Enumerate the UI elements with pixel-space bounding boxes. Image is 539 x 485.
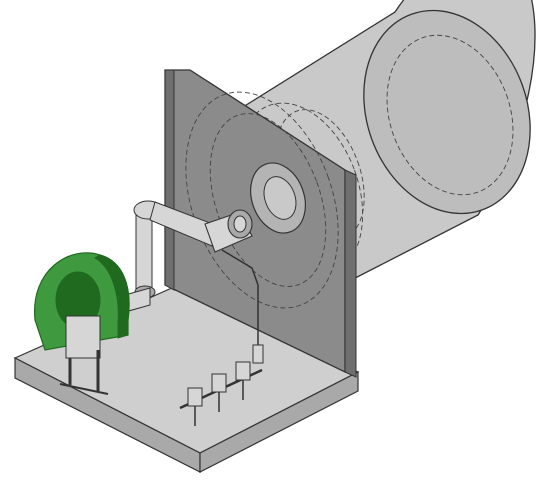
duct-vertical [135,207,153,293]
vertical-wall-panel [164,69,357,378]
wall-panel-edge [344,169,357,378]
gas-valve-1 [235,361,251,381]
pilot-fitting [252,344,264,364]
combustion-air-blower [34,252,130,395]
base-plate-right-side [199,371,359,473]
gas-valve-2 [211,373,227,393]
duct-horizontal [149,201,219,247]
pilot-line [221,249,264,364]
hidden-drum-inner-ring [209,113,327,287]
blower-motor [65,315,101,359]
wall-panel-side [164,69,175,291]
burner-head-inner [233,215,247,233]
burner-opening-inner [263,176,297,220]
drum-rear-inner-ring [386,34,514,196]
gas-train [179,361,263,426]
blower-side [94,254,130,339]
gas-valve-3 [187,387,203,407]
pilot-tube [221,249,259,355]
drum-rear-end [363,9,531,215]
burner-head [204,209,253,253]
blower-stand-foot [59,383,109,395]
air-duct [124,200,219,313]
